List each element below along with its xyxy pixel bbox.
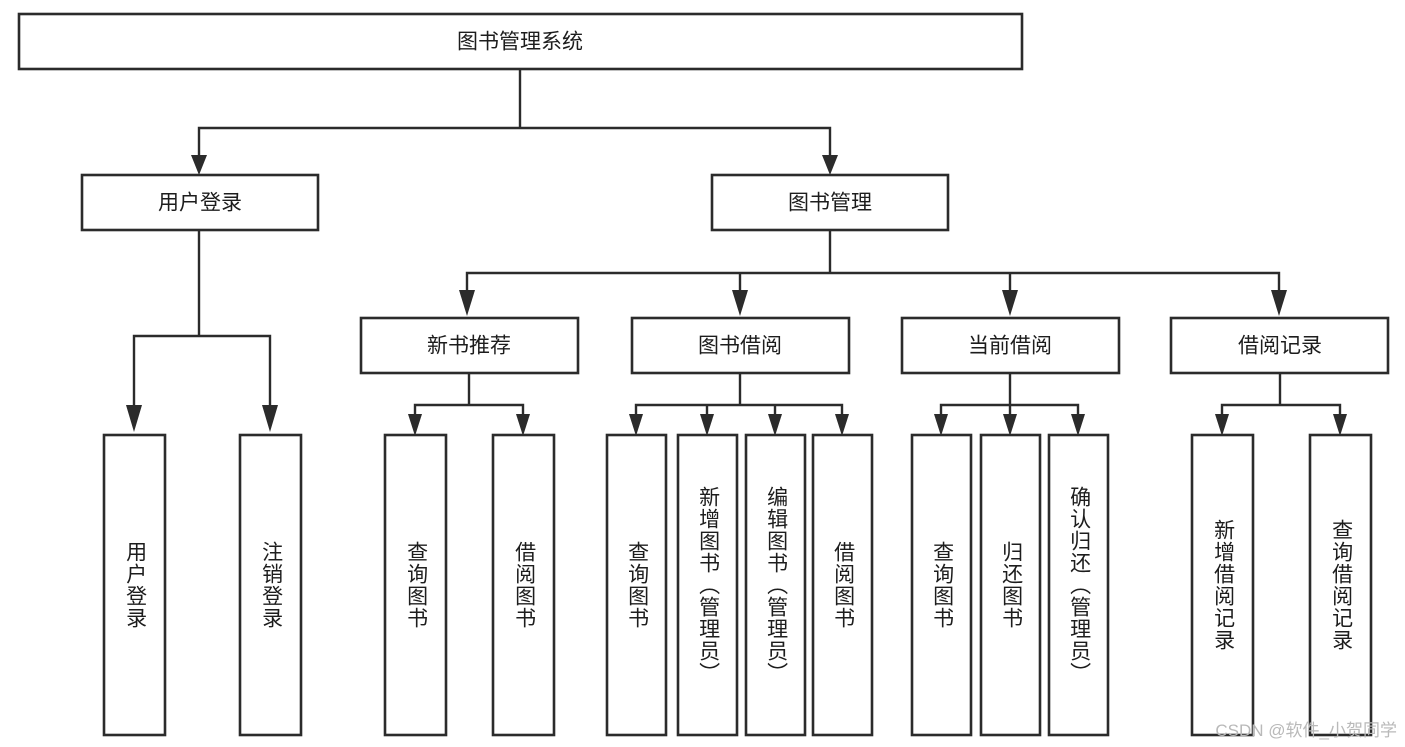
node-book-management[interactable]: 图书管理: [710, 173, 950, 232]
node-user-login-label: 用户登录: [158, 192, 242, 215]
arrowhead-to-leaf-bb-3: [768, 414, 782, 436]
node-current-borrow-label: 当前借阅: [968, 335, 1052, 358]
node-root-label: 图书管理系统: [457, 31, 583, 54]
connector-borrowrecord-to-leaves: [1220, 371, 1342, 422]
arrowhead-to-bookborrow: [732, 290, 748, 316]
arrowhead-to-bookmgmt: [822, 155, 838, 175]
leaf-box-user-logout[interactable]: [238, 433, 303, 737]
leaf-box-user-login[interactable]: [102, 433, 167, 737]
arrowhead-to-leaf-br-2: [1333, 414, 1347, 436]
connectors: [126, 67, 1347, 436]
arrowhead-to-currentborrow: [1002, 290, 1018, 316]
connector-bookborrow-to-leaves: [634, 371, 844, 422]
arrowhead-to-leaf-bb-1: [629, 414, 643, 436]
arrowhead-to-leaf-cb-1: [934, 414, 948, 436]
node-user-login-box[interactable]: [80, 173, 320, 232]
arrowhead-to-leaf-bb-4: [835, 414, 849, 436]
arrowhead-to-leaf-bb-2: [700, 414, 714, 436]
connector-currentborrow-to-leaves: [939, 371, 1080, 422]
node-borrow-record[interactable]: 借阅记录: [1169, 316, 1390, 375]
leaf-box-bb-borrow-book[interactable]: [811, 433, 874, 737]
leaf-box-nb-query-book[interactable]: [383, 433, 448, 737]
connector-userlogin-to-children: [132, 228, 272, 410]
node-book-borrow-box[interactable]: [630, 316, 851, 375]
leaf-box-bb-add-book[interactable]: [676, 433, 739, 737]
arrowhead-to-leaf-nb-1: [408, 414, 422, 436]
connector-bookmgmt-to-level2: [465, 228, 1281, 295]
arrowhead-to-leaf-user-logout: [262, 405, 278, 432]
node-borrow-record-label: 借阅记录: [1238, 335, 1322, 358]
node-book-management-box[interactable]: [710, 173, 950, 232]
arrowhead-to-leaf-cb-3: [1071, 414, 1085, 436]
node-root[interactable]: 图书管理系统: [17, 12, 1024, 71]
node-borrow-record-box[interactable]: [1169, 316, 1390, 375]
leaf-box-nb-borrow-book[interactable]: [491, 433, 556, 737]
leaf-box-bb-query-book[interactable]: [605, 433, 668, 737]
arrowhead-to-leaf-user-login: [126, 405, 142, 432]
node-book-borrow[interactable]: 图书借阅: [630, 316, 851, 375]
csdn-watermark: CSDN @软件_小贺同学: [1215, 721, 1397, 740]
node-current-borrow[interactable]: 当前借阅: [900, 316, 1121, 375]
arrowhead-to-newbook: [459, 290, 475, 316]
leaf-boxes: [102, 433, 1373, 737]
arrowhead-to-leaf-cb-2: [1003, 414, 1017, 436]
node-new-book-recommend-box[interactable]: [359, 316, 580, 375]
node-root-box[interactable]: [17, 12, 1024, 71]
leaf-box-br-add-record[interactable]: [1190, 433, 1255, 737]
arrowhead-to-leaf-nb-2: [516, 414, 530, 436]
leaf-box-cb-confirm-return[interactable]: [1047, 433, 1110, 737]
leaf-box-bb-edit-book[interactable]: [744, 433, 807, 737]
node-user-login[interactable]: 用户登录: [80, 173, 320, 232]
node-book-management-label: 图书管理: [788, 192, 872, 215]
arrowhead-to-leaf-br-1: [1215, 414, 1229, 436]
node-new-book-recommend[interactable]: 新书推荐: [359, 316, 580, 375]
connector-root-to-level1: [197, 67, 832, 160]
connector-newbook-to-leaves: [413, 371, 525, 422]
node-new-book-recommend-label: 新书推荐: [427, 335, 511, 358]
leaf-box-br-query-record[interactable]: [1308, 433, 1373, 737]
leaf-box-cb-query-book[interactable]: [910, 433, 973, 737]
leaf-box-cb-return-book[interactable]: [979, 433, 1042, 737]
arrowhead-to-borrowrecord: [1271, 290, 1287, 316]
node-book-borrow-label: 图书借阅: [698, 335, 782, 358]
arrowhead-to-userlogin: [191, 155, 207, 175]
node-current-borrow-box[interactable]: [900, 316, 1121, 375]
